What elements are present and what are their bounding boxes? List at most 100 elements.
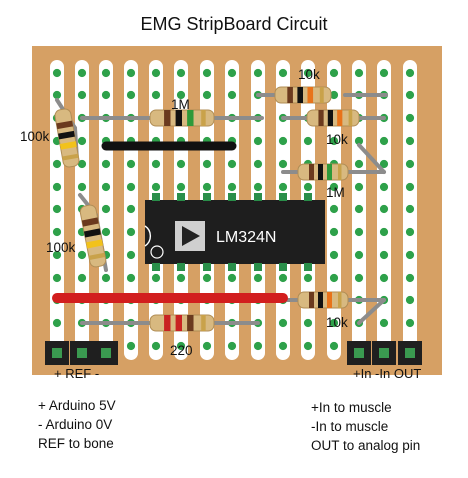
hole	[278, 341, 288, 351]
hole	[329, 68, 339, 78]
hole	[329, 341, 339, 351]
hole	[77, 159, 87, 169]
resistor-r-10k-a	[274, 86, 332, 104]
hole	[126, 250, 136, 260]
resistor-band	[309, 164, 314, 180]
resistor-tolerance-band	[338, 292, 342, 308]
hole	[354, 204, 364, 214]
hole	[176, 273, 186, 283]
hole	[176, 159, 186, 169]
note-plus-in: +In to muscle	[311, 400, 392, 415]
ic-pin	[304, 263, 312, 271]
hole	[126, 68, 136, 78]
ic-pin	[152, 263, 160, 271]
hole	[202, 182, 212, 192]
ic-notch	[144, 225, 151, 247]
hole	[253, 136, 263, 146]
hole	[253, 341, 263, 351]
ic-pin	[177, 263, 185, 271]
resistor-band	[318, 110, 324, 126]
resistor-r-10k-c	[297, 291, 349, 309]
hole	[176, 341, 186, 351]
resistor-band	[327, 164, 332, 180]
hole	[101, 182, 111, 192]
hole	[202, 159, 212, 169]
notes-left: + Arduino 5V - Arduino 0V REF to bone	[38, 396, 116, 453]
resistor-label-r-100k-b: 100k	[46, 240, 76, 255]
resistor-band	[56, 120, 74, 130]
resistor-tolerance-band	[62, 153, 79, 161]
hole	[405, 204, 415, 214]
hole	[405, 182, 415, 192]
resistor-r-10k-b	[306, 109, 360, 127]
hole	[77, 68, 87, 78]
hole	[126, 227, 136, 237]
right-header-label: +In -In OUT	[353, 366, 421, 381]
resistor-r-220	[149, 314, 215, 332]
ic-pin	[203, 263, 211, 271]
resistor-band	[58, 130, 75, 140]
resistor-band	[86, 239, 103, 249]
left-header-label: + REF -	[54, 366, 99, 381]
hole	[176, 182, 186, 192]
resistor-r-100k-b	[79, 204, 107, 268]
resistor-band	[164, 110, 171, 126]
hole	[202, 341, 212, 351]
resistor-label-r-10k-c: 10k	[326, 315, 348, 330]
resistor-band	[164, 315, 171, 331]
header-pin-contact	[405, 348, 415, 358]
hole	[253, 273, 263, 283]
resistor-tolerance-band	[348, 110, 353, 126]
hole	[379, 68, 389, 78]
hole	[227, 90, 237, 100]
hole	[329, 318, 339, 328]
hole	[77, 250, 87, 260]
hole	[77, 90, 87, 100]
notes-right: +In to muscle -In to muscle OUT to analo…	[311, 398, 420, 455]
hole	[354, 227, 364, 237]
note-arduino-5v: + Arduino 5V	[38, 398, 116, 413]
hole	[405, 318, 415, 328]
hole	[52, 159, 62, 169]
resistor-label-r-10k-b: 10k	[326, 132, 348, 147]
hole	[379, 136, 389, 146]
hole	[329, 204, 339, 214]
hole	[151, 159, 161, 169]
resistor-band	[81, 217, 99, 227]
hole	[379, 273, 389, 283]
hole	[329, 250, 339, 260]
hole	[354, 273, 364, 283]
header-pin-contact	[52, 348, 62, 358]
resistor-r-1m-mid	[297, 163, 349, 181]
hole	[278, 318, 288, 328]
resistor-band	[327, 110, 333, 126]
hole	[126, 159, 136, 169]
hole	[52, 68, 62, 78]
hole	[405, 295, 415, 305]
resistor-band	[318, 292, 323, 308]
ic-pin1-dot	[150, 245, 164, 259]
hole	[379, 250, 389, 260]
hole	[151, 273, 161, 283]
hole	[379, 182, 389, 192]
resistor-band	[187, 110, 194, 126]
ic-pin	[279, 193, 287, 201]
hole	[126, 182, 136, 192]
hole	[354, 159, 364, 169]
resistor-band	[309, 292, 314, 308]
ic-pin	[279, 263, 287, 271]
hole	[329, 136, 339, 146]
resistor-band	[175, 315, 182, 331]
hole	[354, 68, 364, 78]
resistor-tolerance-band	[201, 110, 206, 126]
resistor-tolerance-band	[201, 315, 206, 331]
ic-pin	[254, 263, 262, 271]
hole	[278, 159, 288, 169]
resistor-band	[83, 228, 101, 238]
resistor-r-100k-a	[54, 108, 80, 168]
ic-pin	[203, 193, 211, 201]
ic-pin	[177, 193, 185, 201]
resistor-band	[318, 164, 323, 180]
hole	[278, 68, 288, 78]
